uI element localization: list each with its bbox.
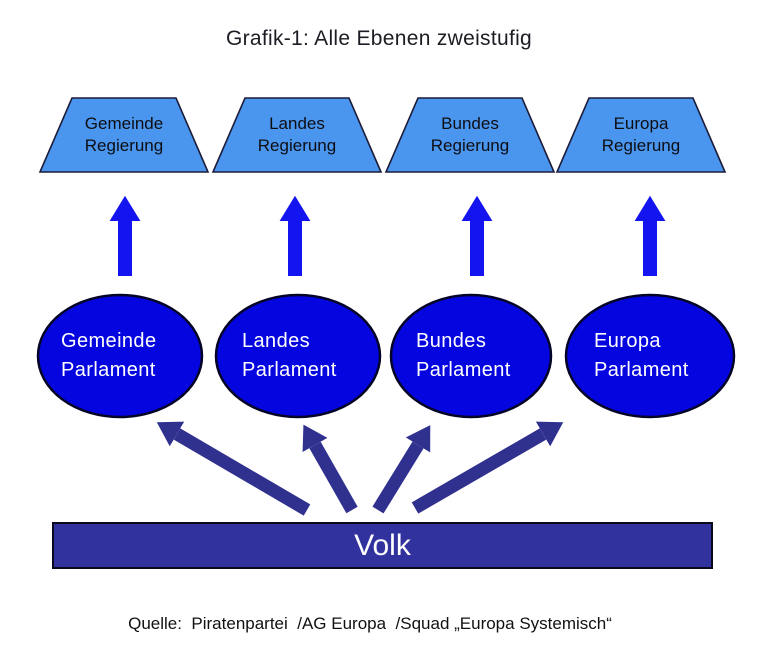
parliament-label-line: Bundes <box>416 330 487 352</box>
government-trapezoid-bundes <box>384 97 556 173</box>
government-trapezoid-gemeinde <box>38 97 210 173</box>
government-label-bundes: Bundes Regierung <box>431 113 509 157</box>
volk-arrow-europa <box>411 421 564 514</box>
parliament-label-line: Europa <box>594 330 661 352</box>
parliament-label-line: Parlament <box>61 359 156 381</box>
parliament-label-line: Landes <box>242 330 311 352</box>
parliament-label-landes: Landes Parlament <box>242 327 337 385</box>
government-label-line: Landes <box>269 114 325 133</box>
government-trapezoid-europa <box>555 97 727 173</box>
source-caption: Quelle: Piratenpartei /AG Europa /Squad … <box>128 614 612 633</box>
parliament-ellipse-bundes <box>389 293 553 419</box>
government-label-line: Regierung <box>601 136 681 155</box>
government-label-line: Gemeinde <box>84 114 164 133</box>
parliament-ellipse-landes <box>214 293 382 419</box>
government-label-line: Bundes <box>441 114 499 133</box>
volk-arrow-bundes <box>372 425 431 514</box>
government-label-gemeinde: Gemeinde Regierung <box>85 113 163 157</box>
parliament-label-line: Parlament <box>416 359 511 381</box>
volk-arrow-gemeinde <box>156 421 311 516</box>
government-label-landes: Landes Regierung <box>258 113 336 157</box>
government-label-line: Regierung <box>84 136 164 155</box>
parliament-label-line: Parlament <box>594 359 689 381</box>
volk-bar <box>52 522 713 569</box>
parliament-label-bundes: Bundes Parlament <box>416 327 511 385</box>
parliament-label-gemeinde: Gemeinde Parlament <box>61 327 156 385</box>
government-label-europa: Europa Regierung <box>602 113 680 157</box>
government-trapezoid-landes <box>211 97 383 173</box>
parliament-ellipse-europa <box>564 293 736 419</box>
diagram-title: Grafik-1: Alle Ebenen zweistufig <box>225 27 533 50</box>
government-label-line: Regierung <box>430 136 510 155</box>
parliament-label-line: Parlament <box>242 359 337 381</box>
parliament-label-line: Gemeinde <box>61 330 157 352</box>
volk-label: Volk <box>354 529 411 562</box>
government-label-line: Europa <box>613 114 669 133</box>
parliament-ellipse-gemeinde <box>36 293 204 419</box>
government-label-line: Regierung <box>257 136 337 155</box>
volk-arrow-landes <box>302 424 358 514</box>
parliament-label-europa: Europa Parlament <box>594 327 689 385</box>
